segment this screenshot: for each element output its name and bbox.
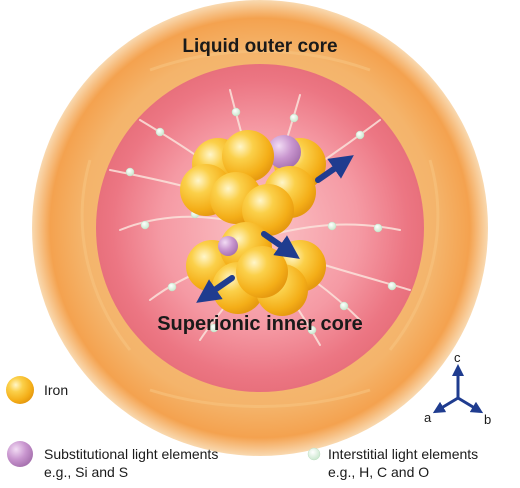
legend-substitutional-label-1: Substitutional light elements <box>44 446 218 462</box>
substitutional-atom <box>218 236 238 256</box>
legend-iron-icon <box>6 376 34 404</box>
iron-atom <box>242 184 294 236</box>
crystal-axes <box>432 364 484 414</box>
inner-core-title: Superionic inner core <box>157 313 363 335</box>
arrow-middle <box>261 231 300 259</box>
legend-substitutional-label-2: e.g., Si and S <box>44 464 128 480</box>
legend-substitutional-icon <box>7 441 33 467</box>
arrow-upper-right <box>315 155 354 183</box>
axis-a <box>432 396 460 414</box>
iron-atom <box>236 246 288 298</box>
legend-iron-label: Iron <box>44 382 68 398</box>
outer-core-title: Liquid outer core <box>182 36 337 57</box>
axis-b <box>456 396 484 414</box>
arrow-lower-left <box>196 275 235 303</box>
legend-interstitial-label-1: Interstitial light elements <box>328 446 478 462</box>
outer-core-texture <box>80 49 440 408</box>
axis-a-label: a <box>424 410 432 425</box>
legend-interstitial-icon <box>307 447 321 461</box>
iron-atom <box>222 130 274 182</box>
substitutional-atom <box>267 135 301 169</box>
motion-arrows <box>196 155 354 303</box>
axis-b-label: b <box>484 412 491 427</box>
legend-interstitial-label-2: e.g., H, C and O <box>328 464 429 480</box>
axis-c-label: c <box>454 350 461 365</box>
